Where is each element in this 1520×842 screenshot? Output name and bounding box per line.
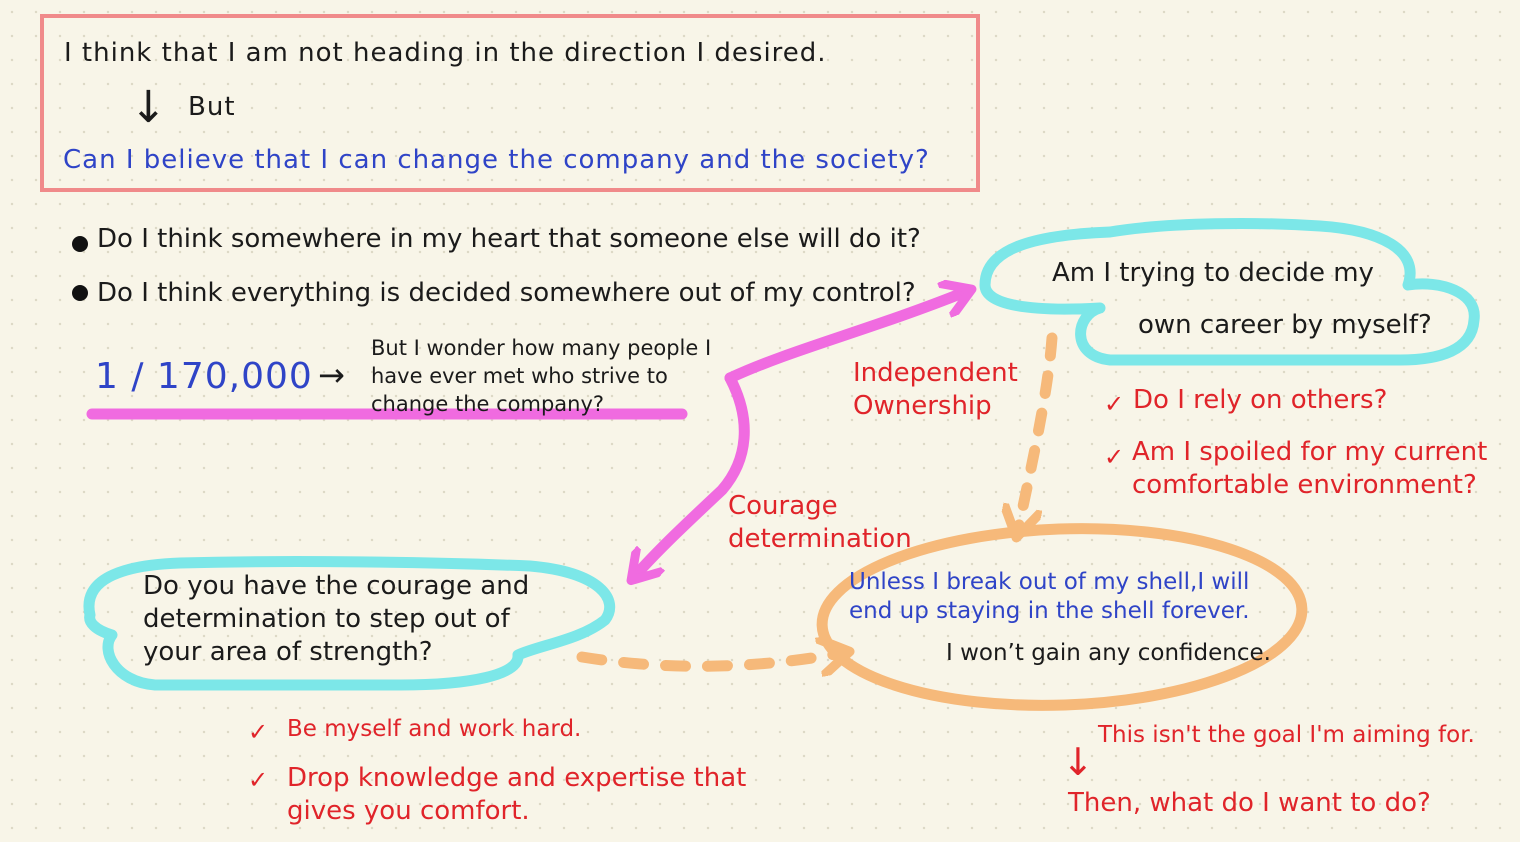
top-bubble-line1: Am I trying to decide my [1052,258,1374,288]
arrow-down-icon: ↓ [130,82,167,133]
right-bubble-outline [816,523,1308,711]
top-bubble-line2: own career by myself? [1138,310,1432,340]
check-icon: ✓ [1104,390,1125,418]
dashed-arrow-right [576,653,842,666]
arrow-down-icon: ↓ [1062,740,1094,784]
top-check-item: Do I rely on others? [1133,385,1388,415]
independent-ownership-label: Independent Ownership [853,358,1018,421]
goal-line1: This isn't the goal I'm aiming for. [1098,722,1475,748]
arrow-right-icon: → [318,356,345,394]
bullet-dot-icon [72,236,88,252]
bullet-item: Do I think everything is decided somewhe… [97,278,916,308]
bullet-dot-icon [72,285,88,301]
top-right-bubble-outline [979,218,1480,366]
header-statement: I think that I am not heading in the dir… [64,38,827,68]
left-check-item: Be myself and work hard. [287,716,582,742]
check-icon: ✓ [1104,443,1125,471]
courage-determination-label: Courage determination [728,491,912,554]
header-connector: But [188,92,236,122]
left-bubble-text: Do you have the courage and determinatio… [143,571,530,667]
dashed-arrow-down [1018,332,1058,530]
header-question: Can I believe that I can change the comp… [63,145,930,175]
stat-ratio: 1 / 170,000 [95,356,313,397]
bullet-item: Do I think somewhere in my heart that so… [97,224,921,254]
top-check-item: Am I spoiled for my current comfortable … [1132,437,1488,500]
arrow-to-top-bubble [724,292,965,384]
goal-line2: Then, what do I want to do? [1068,788,1431,818]
left-check-item: Drop knowledge and expertise that gives … [287,763,747,826]
left-bubble-outline [83,556,616,691]
right-bubble-text: Unless I break out of my shell,I will en… [849,569,1250,624]
check-icon: ✓ [248,718,269,746]
arrow-to-left-bubble [636,372,750,575]
check-icon: ✓ [248,766,269,794]
stat-note: But I wonder how many people I have ever… [371,336,712,416]
header-box [40,14,980,192]
right-bubble-confidence: I won’t gain any confidence. [946,640,1271,666]
